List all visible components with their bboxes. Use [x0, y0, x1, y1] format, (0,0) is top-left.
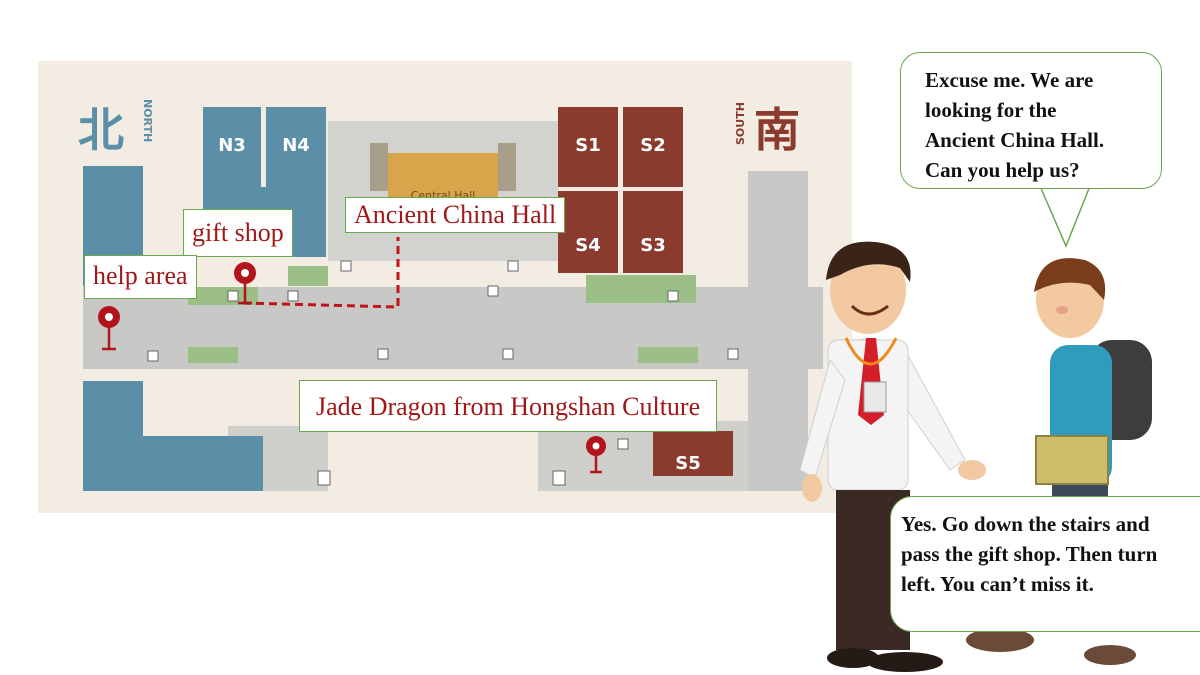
callout-help-area: help area [84, 255, 197, 299]
facility-icon [502, 348, 514, 360]
room-label-s3: S3 [640, 235, 666, 256]
route-line [242, 237, 400, 309]
bubble-line: Can you help us? [925, 158, 1080, 182]
room-label-s5: S5 [675, 453, 701, 474]
bubble-line: Excuse me. We are [925, 68, 1094, 92]
facility-icon [227, 290, 239, 302]
green-patch [288, 266, 328, 286]
facility-icon [617, 438, 629, 450]
bubble-line: Ancient China Hall. [925, 128, 1105, 152]
room-n4-block [266, 107, 326, 187]
room-label-s2: S2 [640, 135, 666, 156]
book-icon [1035, 435, 1109, 485]
room-label-s1: S1 [575, 135, 601, 156]
facility-icon [507, 260, 519, 272]
green-patch [188, 347, 238, 363]
facility-icon [317, 470, 331, 486]
room-s5-block [653, 431, 733, 476]
facility-icon [667, 290, 679, 302]
north-wing-bottom-ext [143, 436, 263, 491]
facility-icon [147, 350, 159, 362]
shoe-icon [966, 628, 1034, 652]
shoe-icon [867, 652, 943, 672]
facility-icon [377, 348, 389, 360]
room-s1-block [558, 107, 618, 187]
facility-icon [340, 260, 352, 272]
room-s4-block [558, 191, 618, 273]
south-word: SOUTH [734, 102, 747, 145]
callout-jade-dragon: Jade Dragon from Hongshan Culture [299, 380, 718, 432]
room-label-n4: N4 [282, 135, 310, 156]
facility-icons [147, 260, 739, 486]
room-s3-block [623, 191, 683, 273]
museum-floor-map: Central Hall N3 N4 S1 S2 S4 S3 S5 北 NORT… [38, 61, 852, 513]
facility-icon [727, 348, 739, 360]
room-label-n3: N3 [218, 135, 246, 156]
callout-ancient-china-hall: Ancient China Hall [345, 197, 566, 233]
id-badge-icon [863, 381, 887, 413]
speech-bubble-boy: Excuse me. We are looking for the Ancien… [900, 52, 1162, 189]
north-wing-bottom [83, 381, 143, 491]
shoe-icon [1084, 645, 1136, 665]
bubble-line: Yes. Go down the stairs and [901, 512, 1150, 536]
bubble-line: looking for the [925, 98, 1057, 122]
green-patch [638, 347, 698, 363]
green-patch [188, 287, 258, 305]
central-hall-step-right [498, 143, 516, 191]
right-corridor [748, 171, 808, 491]
facility-icon [487, 285, 499, 297]
callout-gift-shop: gift shop [183, 209, 293, 257]
pin-gift-shop-icon [234, 262, 256, 305]
room-n3-block [203, 107, 261, 187]
room-label-s4: S4 [575, 235, 601, 256]
facility-icon [552, 470, 566, 486]
facility-icon [287, 290, 299, 302]
south-char: 南 [754, 103, 800, 157]
bubble-top-tail [1038, 185, 1092, 248]
speech-bubble-guide: Yes. Go down the stairs and pass the gif… [890, 496, 1200, 632]
bubble-line: pass the gift shop. Then turn [901, 542, 1158, 566]
bubble-line: left. You can’t miss it. [901, 572, 1094, 596]
north-word: NORTH [141, 99, 154, 142]
pin-help-area-icon [98, 306, 120, 351]
pin-jade-dragon-icon [586, 436, 606, 474]
central-hall-step-left [370, 143, 388, 191]
shoe-icon [827, 648, 879, 668]
room-s2-block [623, 107, 683, 187]
north-char: 北 [78, 103, 124, 157]
